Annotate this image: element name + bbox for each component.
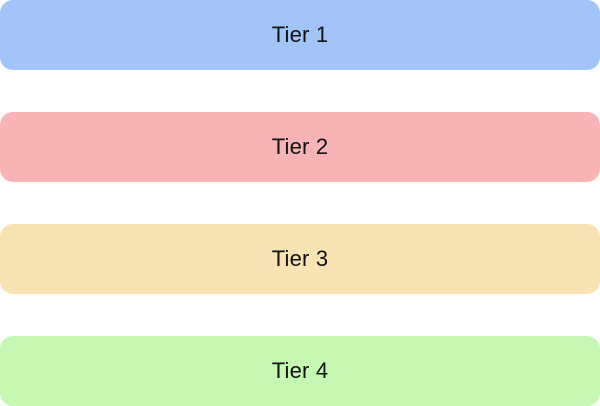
- tier-4-button[interactable]: Tier 4: [0, 336, 600, 406]
- tier-2-label: Tier 2: [271, 134, 329, 159]
- tier-1-label: Tier 1: [271, 22, 329, 47]
- tier-3-label: Tier 3: [271, 246, 329, 271]
- tier-3-button[interactable]: Tier 3: [0, 224, 600, 294]
- tier-2-button[interactable]: Tier 2: [0, 112, 600, 182]
- tier-1-button[interactable]: Tier 1: [0, 0, 600, 70]
- tier-4-label: Tier 4: [271, 358, 329, 383]
